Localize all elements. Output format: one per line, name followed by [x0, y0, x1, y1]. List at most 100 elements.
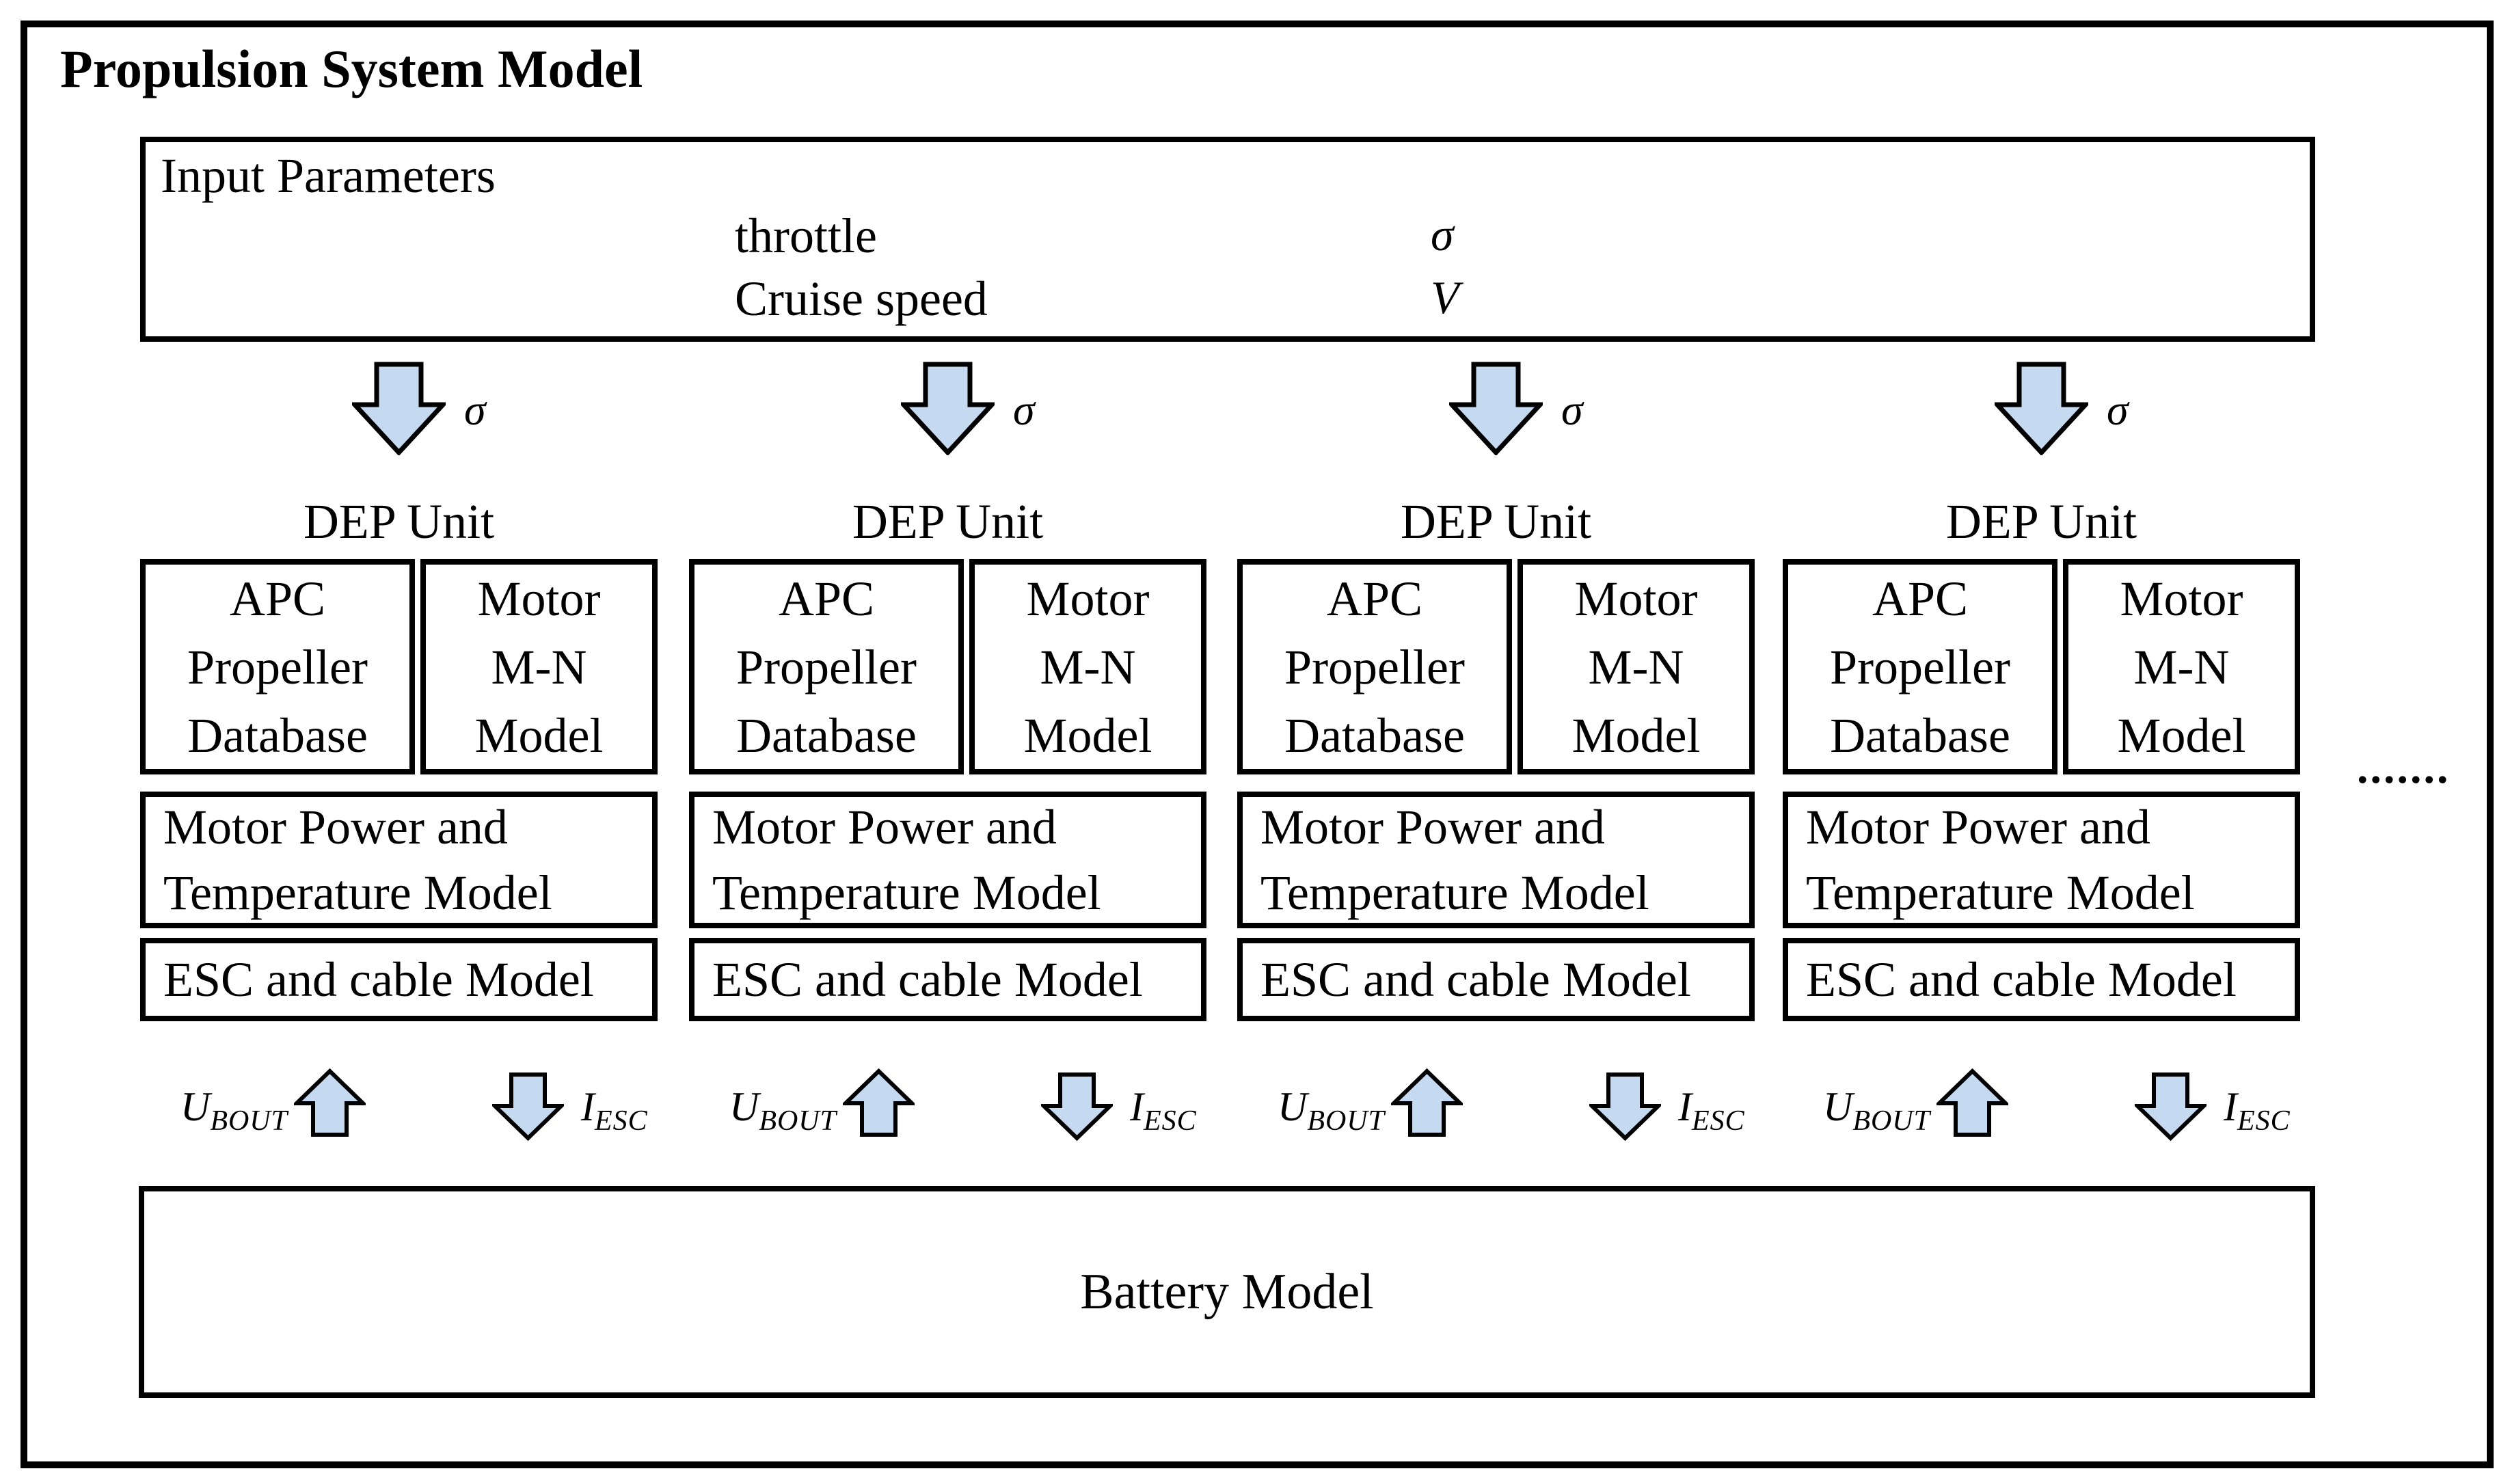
mn-line: Model [474, 707, 604, 763]
page-title: Propulsion System Model [60, 39, 643, 98]
dep-unit-label: DEP Unit [1945, 494, 2137, 549]
apc-line: Database [736, 707, 917, 763]
mpt-line: Temperature Model [1806, 865, 2195, 920]
ubout-symbol: U [729, 1084, 759, 1129]
more-units-ellipsis: ....... [2357, 743, 2451, 793]
iesc-subscript: ESC [1143, 1105, 1197, 1137]
input-row-throttle-name: throttle [735, 208, 877, 263]
mpt-line: Motor Power and [163, 800, 508, 854]
apc-line: Propeller [736, 639, 917, 694]
mn-line: M-N [1040, 639, 1136, 694]
input-parameters-label: Input Parameters [161, 148, 496, 203]
sigma-down-arrow-icon [1449, 362, 1543, 455]
iesc-symbol: I [2224, 1084, 2237, 1129]
esc-cable-model-box: ESC and cable Model [1237, 938, 1755, 1021]
mn-line: M-N [2133, 639, 2230, 694]
ubout-label: UBOUT [1822, 1083, 1930, 1137]
input-row-cruise-speed-name: Cruise speed [735, 271, 988, 326]
dep-unit-label: DEP Unit [1400, 494, 1592, 549]
esc-cable-model-box: ESC and cable Model [689, 938, 1206, 1021]
dep-unit-label: DEP Unit [303, 494, 495, 549]
sigma-arrow-label: σ [464, 386, 486, 434]
iesc-subscript: ESC [594, 1105, 648, 1137]
ubout-symbol: U [180, 1084, 211, 1129]
iesc-symbol: I [1130, 1084, 1144, 1129]
ubout-label: UBOUT [1277, 1083, 1385, 1137]
mn-line: M-N [491, 639, 587, 694]
input-row-throttle-symbol: σ [1431, 208, 1454, 260]
iesc-symbol: I [581, 1084, 595, 1129]
apc-propeller-database-box: APC Propeller Database [689, 559, 964, 774]
sigma-down-arrow-icon [901, 362, 995, 455]
iesc-label: IESC [1678, 1083, 1745, 1137]
mpt-line: Temperature Model [163, 865, 552, 920]
ubout-subscript: BOUT [1307, 1105, 1385, 1137]
dep-unit-label: DEP Unit [852, 494, 1044, 549]
motor-mn-model-box: Motor M-N Model [420, 559, 658, 774]
apc-line: APC [229, 571, 326, 626]
ubout-up-arrow-icon [1937, 1068, 2008, 1137]
apc-line: APC [1326, 571, 1423, 626]
iesc-down-arrow-icon [1589, 1072, 1661, 1141]
esc-label: ESC and cable Model [1806, 952, 2237, 1007]
mn-line: M-N [1588, 639, 1684, 694]
iesc-label: IESC [581, 1083, 648, 1137]
apc-line: Propeller [1284, 639, 1465, 694]
mn-line: Model [1023, 707, 1152, 763]
mn-line: Motor [1574, 571, 1698, 626]
esc-cable-model-box: ESC and cable Model [140, 938, 658, 1021]
dep-unit-column: σ DEP Unit APC Propeller Database Motor … [1237, 362, 1755, 1148]
battery-model-label: Battery Model [1080, 1263, 1374, 1320]
apc-line: APC [778, 571, 875, 626]
ubout-up-arrow-icon [294, 1068, 366, 1137]
iesc-down-arrow-icon [492, 1072, 564, 1141]
input-parameters-box: Input Parameters throttle σ Cruise speed… [140, 137, 2315, 342]
esc-cable-model-box: ESC and cable Model [1783, 938, 2300, 1021]
motor-power-temperature-model-box: Motor Power and Temperature Model [1237, 792, 1755, 928]
iesc-subscript: ESC [1691, 1105, 1745, 1137]
motor-mn-model-box: Motor M-N Model [1517, 559, 1755, 774]
iesc-label: IESC [2224, 1083, 2291, 1137]
sigma-down-arrow-icon [352, 362, 446, 455]
mpt-line: Motor Power and [712, 800, 1057, 854]
mpt-line: Motor Power and [1260, 800, 1605, 854]
motor-power-temperature-model-box: Motor Power and Temperature Model [689, 792, 1206, 928]
dep-unit-column: σ DEP Unit APC Propeller Database Motor … [140, 362, 658, 1148]
mn-line: Motor [477, 571, 601, 626]
ubout-subscript: BOUT [210, 1105, 288, 1137]
sigma-arrow-label: σ [1561, 386, 1583, 434]
iesc-symbol: I [1678, 1084, 1692, 1129]
ubout-symbol: U [1277, 1084, 1308, 1129]
apc-line: APC [1872, 571, 1969, 626]
esc-label: ESC and cable Model [1260, 952, 1691, 1007]
ubout-label: UBOUT [729, 1083, 837, 1137]
ubout-symbol: U [1822, 1084, 1853, 1129]
motor-mn-model-box: Motor M-N Model [2063, 559, 2300, 774]
apc-line: Propeller [187, 639, 368, 694]
ubout-up-arrow-icon [843, 1068, 915, 1137]
input-row-cruise-speed-symbol: V [1431, 271, 1459, 323]
motor-power-temperature-model-box: Motor Power and Temperature Model [1783, 792, 2300, 928]
iesc-down-arrow-icon [2135, 1072, 2207, 1141]
mn-line: Model [1571, 707, 1701, 763]
mpt-line: Temperature Model [1260, 865, 1649, 920]
motor-mn-model-box: Motor M-N Model [969, 559, 1206, 774]
sigma-arrow-label: σ [1013, 386, 1035, 434]
ubout-label: UBOUT [180, 1083, 288, 1137]
sigma-down-arrow-icon [1995, 362, 2088, 455]
sigma-arrow-label: σ [2107, 386, 2129, 434]
apc-line: Database [1284, 707, 1465, 763]
mpt-line: Motor Power and [1806, 800, 2150, 854]
esc-label: ESC and cable Model [712, 952, 1143, 1007]
mn-line: Motor [1026, 571, 1150, 626]
iesc-subscript: ESC [2237, 1105, 2291, 1137]
ubout-subscript: BOUT [1852, 1105, 1930, 1137]
apc-line: Database [1830, 707, 2010, 763]
mn-line: Model [2117, 707, 2246, 763]
ubout-up-arrow-icon [1391, 1068, 1463, 1137]
iesc-label: IESC [1130, 1083, 1197, 1137]
apc-propeller-database-box: APC Propeller Database [140, 559, 415, 774]
esc-label: ESC and cable Model [163, 952, 594, 1007]
mn-line: Motor [2120, 571, 2243, 626]
iesc-down-arrow-icon [1041, 1072, 1113, 1141]
